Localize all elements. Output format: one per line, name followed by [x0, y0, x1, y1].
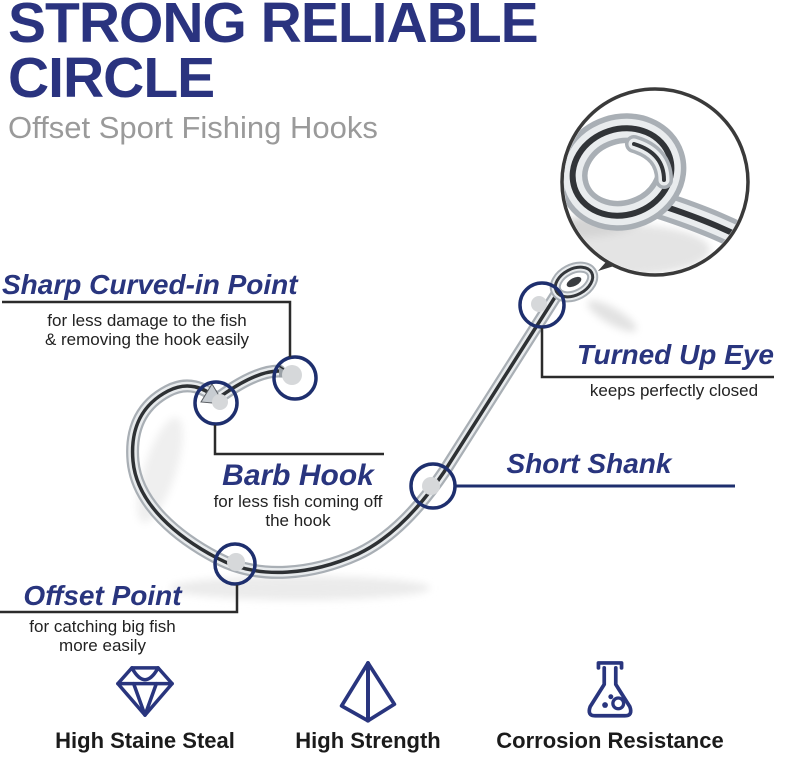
marker-dot-short-shank [422, 477, 440, 495]
callout-line-turned-up-eye [540, 328, 774, 379]
marker-dots [212, 296, 547, 571]
callout-label-turned-up-eye: Turned Up Eye [576, 339, 774, 370]
callout-circle-barb [193, 380, 239, 426]
callout-lines [0, 300, 774, 614]
feature-label: High Strength [295, 728, 441, 753]
page-title-line2: CIRCLE [8, 46, 215, 110]
callout-line-offset-point [0, 585, 239, 614]
callout-circle-sharp-point [272, 355, 318, 401]
feature-high-stainless-steel: High Staine Steal [35, 656, 255, 754]
feature-label: Corrosion Resistance [496, 728, 724, 753]
marker-dot-sharp-point [282, 365, 302, 385]
marker-dot-offset-point [227, 553, 245, 571]
feature-corrosion-resistance: Corrosion Resistance [480, 656, 740, 754]
callout-label-barb-hook: Barb Hook [222, 459, 374, 492]
callout-circle-offset-point [213, 542, 257, 586]
page-subtitle: Offset Sport Fishing Hooks [8, 110, 378, 145]
marker-dot-barb [212, 394, 228, 410]
feature-label: High Staine Steal [55, 728, 235, 753]
callout-desc-barb-hook: for less fish coming off the hook [213, 492, 383, 530]
pyramid-icon [268, 656, 468, 726]
callout-desc-offset-point: for catching big fish more easily [29, 617, 176, 655]
marker-dot-turned-up-eye [531, 296, 547, 312]
callout-label-sharp-point: Sharp Curved-in Point [2, 269, 298, 300]
page-title-line1: STRONG RELIABLE [8, 0, 539, 55]
callout-circle-turned-up-eye [518, 281, 566, 329]
callout-desc-turned-up-eye: keeps perfectly closed [589, 381, 759, 400]
feature-high-strength: High Strength [268, 656, 468, 754]
callout-desc-sharp-point: for less damage to the fish & removing t… [44, 311, 250, 349]
callout-circles [193, 281, 566, 586]
callout-label-short-shank: Short Shank [506, 448, 672, 479]
page-title: STRONG RELIABLE CIRCLE [8, 0, 539, 110]
callout-line-barb [213, 425, 384, 456]
flask-icon [480, 656, 740, 726]
callout-line-sharp-point [2, 300, 292, 357]
hook-eye [549, 261, 599, 303]
diamond-icon [35, 656, 255, 726]
callout-label-offset-point: Offset Point [23, 580, 182, 611]
